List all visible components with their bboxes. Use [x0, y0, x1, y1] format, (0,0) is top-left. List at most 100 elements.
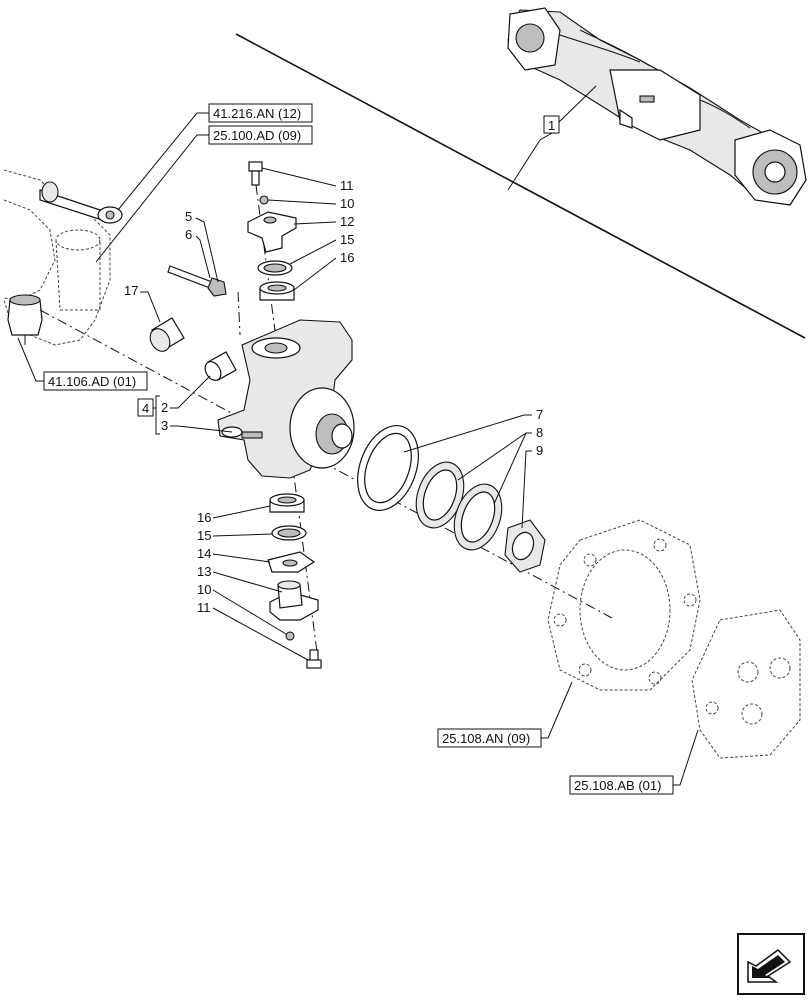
hub-stud-1 — [583, 553, 597, 567]
bearing-8b-inner — [460, 491, 496, 543]
king-pin-boss-ghost — [55, 229, 101, 251]
callout-6-leader — [195, 235, 211, 279]
callout-11-lower: 11 — [197, 600, 211, 615]
reference-41-106-leader — [17, 337, 44, 382]
lower-bearing-bore — [277, 496, 297, 504]
upper-cap-hole — [263, 216, 277, 224]
upper-kingpin-parts — [149, 161, 297, 381]
group-callout-number: 4 — [142, 401, 149, 416]
reference-25-108-an: 25.108.AN (09) — [442, 731, 530, 746]
lower-grease-nipple — [285, 631, 295, 641]
axle-pivot-pin — [619, 108, 633, 129]
hub-stud-2 — [653, 538, 667, 552]
callout-2-leader — [170, 375, 211, 409]
planet-1 — [737, 661, 759, 683]
callout-16-lower-leader — [212, 505, 271, 519]
upper-cap — [247, 211, 297, 253]
axle-arm-inner — [3, 199, 56, 301]
callout-8-leader-b — [493, 432, 527, 505]
callout-7-leader — [403, 414, 532, 453]
callout-3: 3 — [161, 418, 168, 433]
hub-housing-ghost — [547, 519, 701, 691]
knuckle-top-bore — [264, 342, 288, 354]
axle-arm-ghost — [3, 169, 123, 346]
callout-10-lower: 10 — [197, 582, 211, 597]
reference-41-216-leader — [117, 112, 209, 211]
callout-9: 9 — [536, 443, 543, 458]
callout-5-leader — [195, 217, 219, 283]
callout-8-leader-a — [457, 432, 532, 481]
hub-stud-6 — [553, 613, 567, 627]
callout-5: 5 — [185, 209, 192, 224]
planet-2 — [769, 657, 791, 679]
upper-bolt-shank — [251, 170, 260, 186]
callout-11-upper-leader — [261, 167, 337, 187]
reference-41-216: 41.216.AN (12) — [213, 106, 301, 121]
steering-knuckle — [217, 319, 355, 479]
callout-15-lower: 15 — [197, 528, 211, 543]
tie-rod-joint — [41, 181, 59, 203]
reference-25-100: 25.100.AD (09) — [213, 128, 301, 143]
callout-12-leader — [293, 221, 337, 225]
bushing-17-end — [149, 328, 171, 352]
reference-25-100-leader — [95, 134, 209, 263]
callout-10-upper-leader — [267, 199, 337, 205]
hub-stud-3 — [683, 593, 697, 607]
part-callouts: 11 10 12 15 16 5 6 17 4 2 3 7 — [124, 167, 543, 661]
callout-11-lower-leader — [212, 607, 309, 661]
axis-line-bolt — [237, 291, 241, 336]
axle-differential — [609, 69, 701, 141]
callout-16-upper-leader — [293, 257, 337, 291]
reference-callouts-right: 25.108.AN (09) 25.108.AB (01) — [437, 681, 699, 795]
callout-16-lower: 16 — [197, 510, 211, 525]
assembly-callout-number: 1 — [548, 118, 555, 133]
axle-right-center — [764, 161, 786, 183]
upper-grease-nipple — [259, 195, 269, 205]
arrow-next-icon[interactable] — [737, 933, 805, 995]
reference-25-108-an-leader — [541, 681, 573, 739]
hub-housing-inner — [579, 549, 671, 671]
callout-2: 2 — [161, 400, 168, 415]
assembly-callout-leader-b — [558, 85, 597, 123]
hub-housing-outline — [547, 519, 701, 691]
axle-hose-1 — [559, 34, 641, 63]
bearing-8a-inner — [422, 469, 458, 521]
callout-9-leader — [521, 450, 532, 529]
callout-15-upper-leader — [289, 239, 337, 265]
axle-left-flange — [515, 23, 545, 53]
axle-assembly-inset: 1 — [235, 7, 807, 339]
callout-16-upper: 16 — [340, 250, 354, 265]
lower-seal-inner — [277, 528, 301, 538]
stop-stud-nut — [207, 277, 227, 297]
drain-plug — [705, 701, 719, 715]
callout-13: 13 — [197, 564, 211, 579]
callout-8: 8 — [536, 425, 543, 440]
lower-bolt-head — [306, 659, 322, 669]
callout-13-leader — [212, 571, 283, 593]
callout-3-leader — [170, 425, 233, 433]
hub-stud-4 — [648, 671, 662, 685]
lower-cap-top — [277, 580, 301, 590]
lower-shim-hole — [282, 559, 298, 567]
ball-joint-top — [9, 294, 41, 306]
hub-seal-inner — [364, 432, 412, 504]
reference-callouts: 41.216.AN (12) 25.100.AD (09) 41.106.AD … — [17, 103, 313, 391]
callout-17: 17 — [124, 283, 138, 298]
callout-11-upper: 11 — [340, 178, 354, 193]
hub-bearing-parts — [357, 424, 546, 573]
reference-25-108-ab-leader — [673, 729, 699, 786]
hub-stud-5 — [578, 663, 592, 677]
callout-17-leader — [140, 291, 161, 323]
reference-41-106: 41.106.AD (01) — [48, 374, 136, 389]
bushing-2-end — [204, 361, 222, 381]
callout-14: 14 — [197, 546, 211, 561]
upper-bolt-head — [248, 161, 263, 172]
knuckle-badge — [241, 431, 263, 439]
lower-kingpin-parts — [267, 493, 322, 669]
callout-14-leader — [212, 553, 271, 563]
callout-15-lower-leader — [212, 533, 273, 537]
knuckle-spindle-tip — [331, 423, 353, 449]
group-bracket — [155, 395, 160, 435]
callout-10-upper: 10 — [340, 196, 354, 211]
